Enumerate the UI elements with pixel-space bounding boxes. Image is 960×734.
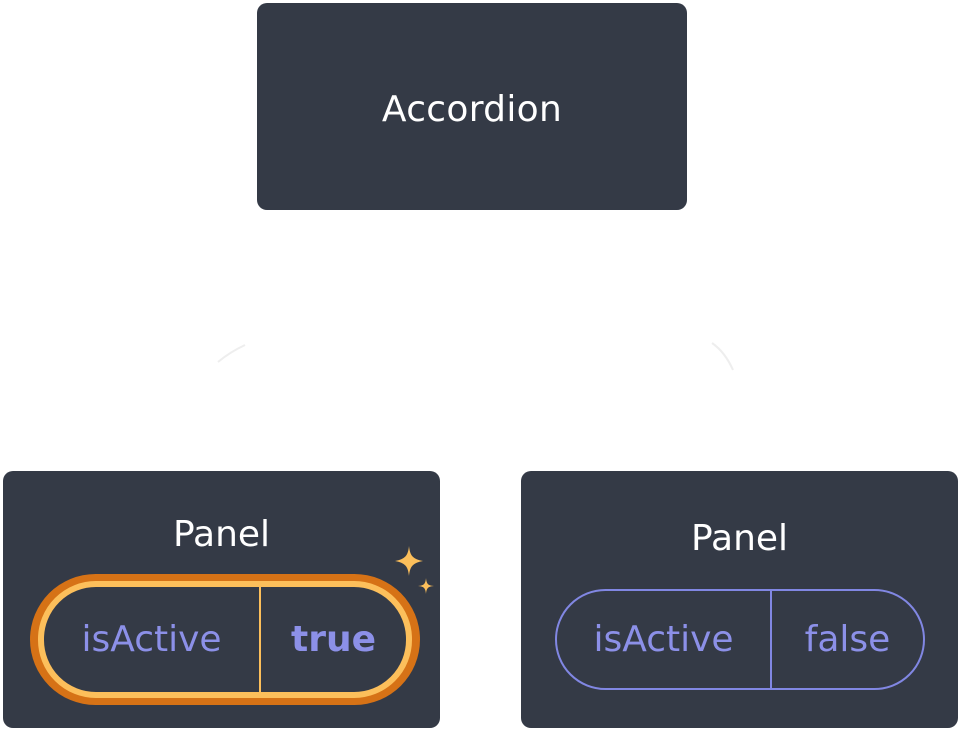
edge-right [711, 342, 734, 371]
state-pill: isActive false [555, 589, 925, 690]
edge-left [217, 344, 246, 363]
panel-node-active: Panel isActive true [3, 471, 440, 728]
panel-title: Panel [172, 514, 271, 555]
state-key: isActive [557, 591, 772, 688]
panel-node-inactive: Panel isActive false [521, 471, 958, 728]
state-value: false [804, 619, 891, 660]
state-pill-active: isActive true [38, 581, 412, 698]
panel-title: Panel [690, 518, 789, 559]
accordion-label: Accordion [381, 89, 563, 130]
accordion-node: Accordion [257, 3, 687, 210]
sparkle-icon [395, 546, 434, 594]
state-key: isActive [44, 587, 261, 692]
state-value: true [290, 619, 376, 660]
